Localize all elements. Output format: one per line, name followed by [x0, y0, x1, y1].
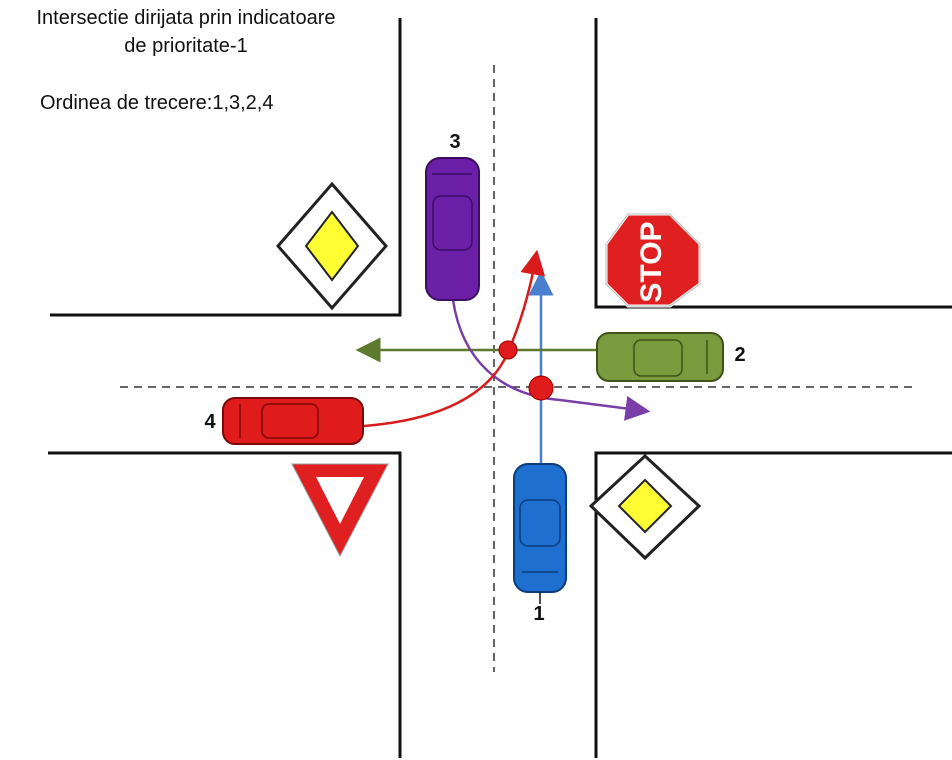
road-edges	[48, 18, 952, 758]
title: Intersectie dirijata prin indicatoare de…	[6, 4, 366, 60]
path-car-4	[363, 249, 546, 428]
center-lines	[120, 65, 915, 672]
title-line-2: de prioritate-1	[124, 35, 248, 57]
road-edge-top-left	[50, 18, 402, 317]
car-label-2: 2	[734, 344, 745, 366]
passing-order: Ordinea de trecere:1,3,2,4	[40, 92, 274, 114]
car-1	[513, 463, 567, 604]
priority-road-sign-top-left	[276, 181, 388, 311]
car-4	[222, 397, 364, 445]
trajectories	[355, 249, 651, 466]
car-2	[596, 332, 724, 382]
road-edge-bottom-left	[48, 451, 402, 758]
car-3	[425, 157, 480, 301]
road-edge-top-right	[594, 18, 952, 309]
car-label-3: 3	[449, 131, 460, 153]
stop-sign: STOP	[604, 212, 702, 308]
priority-road-sign-bottom-right	[588, 453, 702, 561]
conflict-point-2	[528, 375, 554, 401]
yield-sign	[291, 463, 389, 558]
car-label-4: 4	[204, 411, 216, 433]
path-car-3	[451, 299, 651, 421]
road-edge-bottom-right	[594, 451, 952, 758]
title-line-1: Intersectie dirijata prin indicatoare	[36, 7, 336, 29]
car-label-1: 1	[533, 603, 544, 625]
stop-sign-text: STOP	[635, 221, 668, 302]
conflict-point-1	[498, 340, 518, 360]
